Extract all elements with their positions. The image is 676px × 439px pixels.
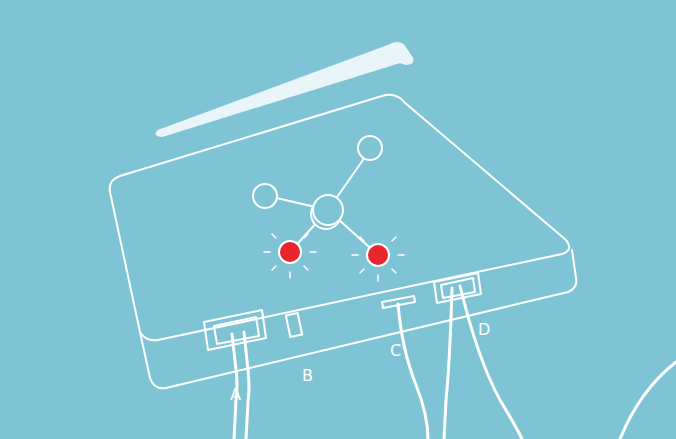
router-front: [140, 250, 576, 388]
port-label: A: [230, 387, 241, 403]
port-d: [434, 273, 481, 303]
node-circle: [253, 184, 277, 208]
port-label: B: [302, 368, 313, 384]
port-label: D: [478, 322, 490, 338]
port-a: [204, 310, 266, 350]
node-circle: [358, 136, 382, 160]
status-light: [367, 244, 389, 266]
cable: [444, 288, 452, 439]
port-label: C: [390, 343, 401, 359]
hub-circle: [313, 195, 343, 225]
antenna: [157, 43, 413, 136]
cable: [398, 304, 428, 439]
status-light: [279, 241, 301, 263]
port-b: [286, 313, 302, 337]
router-top: [110, 95, 569, 340]
cable: [620, 362, 676, 439]
